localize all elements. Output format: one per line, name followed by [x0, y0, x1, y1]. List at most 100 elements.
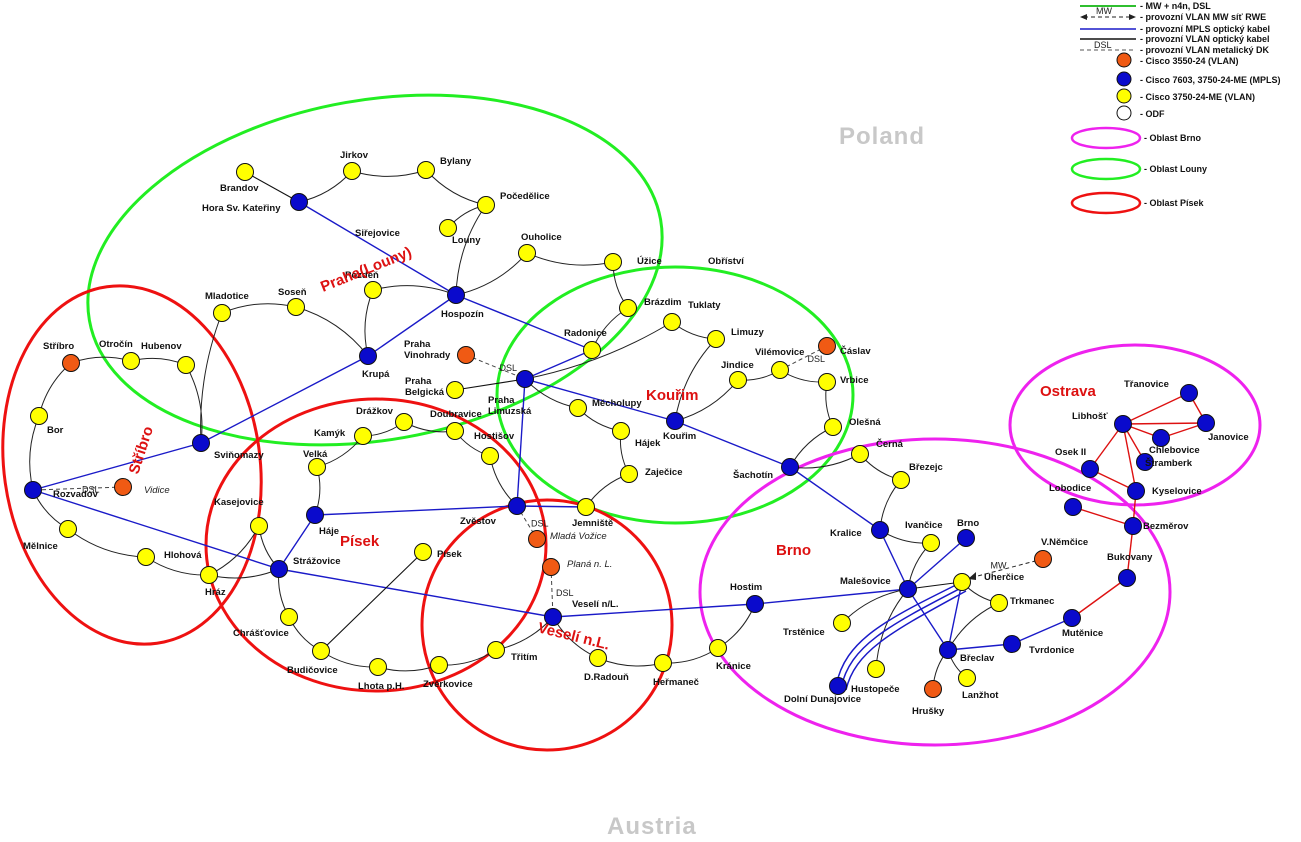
node-breclav[interactable]	[939, 641, 957, 659]
node-trkmanec[interactable]	[990, 594, 1008, 612]
node-ivancice[interactable]	[922, 534, 940, 552]
node-hostisov[interactable]	[481, 447, 499, 465]
node-veselinl[interactable]	[544, 608, 562, 626]
node-mladotice[interactable]	[213, 304, 231, 322]
node-vnemcice[interactable]	[1034, 550, 1052, 568]
node-jindice[interactable]	[729, 371, 747, 389]
node-pozden[interactable]	[364, 281, 382, 299]
node-krupa[interactable]	[359, 347, 377, 365]
node-kralice[interactable]	[871, 521, 889, 539]
node-bylany[interactable]	[417, 161, 435, 179]
node-pocedelice[interactable]	[477, 196, 495, 214]
node-tvrdonice[interactable]	[1003, 635, 1021, 653]
node-lhota[interactable]	[369, 658, 387, 676]
node-mecholupy[interactable]	[569, 399, 587, 417]
node-tranovice[interactable]	[1180, 384, 1198, 402]
node-janovice[interactable]	[1197, 414, 1215, 432]
node-sachotin[interactable]	[781, 458, 799, 476]
legend-dot-blue	[1116, 71, 1132, 87]
node-planan[interactable]	[542, 558, 560, 576]
node-brazdim[interactable]	[619, 299, 637, 317]
node-libhost[interactable]	[1114, 415, 1132, 433]
node-hospozin[interactable]	[447, 286, 465, 304]
node-stramberk[interactable]	[1136, 453, 1154, 471]
node-svinomazy[interactable]	[192, 434, 210, 452]
node-pbelgicka[interactable]	[446, 381, 464, 399]
node-jemniste[interactable]	[577, 498, 595, 516]
node-vilemovice[interactable]	[771, 361, 789, 379]
node-label-kralice: Kralice	[830, 528, 862, 539]
node-zverkovice[interactable]	[430, 656, 448, 674]
node-mladavozice[interactable]	[528, 530, 546, 548]
node-hustopece[interactable]	[867, 660, 885, 678]
legend-label: - Cisco 7603, 3750-24-ME (MPLS)	[1140, 75, 1281, 85]
node-hubenov[interactable]	[177, 356, 195, 374]
node-sosen[interactable]	[287, 298, 305, 316]
node-dolnidun[interactable]	[829, 677, 847, 695]
node-lanzhot[interactable]	[958, 669, 976, 687]
node-olesna[interactable]	[824, 418, 842, 436]
node-haje[interactable]	[306, 506, 324, 524]
node-kourim[interactable]	[666, 412, 684, 430]
node-hostim[interactable]	[746, 595, 764, 613]
node-chlebovice[interactable]	[1152, 429, 1170, 447]
node-rozvadov[interactable]	[24, 481, 42, 499]
node-dradoun[interactable]	[589, 649, 607, 667]
node-kasejovice[interactable]	[250, 517, 268, 535]
node-mutenice[interactable]	[1063, 609, 1081, 627]
node-tuklaty[interactable]	[663, 313, 681, 331]
node-jirkov[interactable]	[343, 162, 361, 180]
node-bezmerov[interactable]	[1124, 517, 1142, 535]
node-zajecice[interactable]	[620, 465, 638, 483]
node-brandov[interactable]	[236, 163, 254, 181]
node-louny[interactable]	[439, 219, 457, 237]
node-kamyk[interactable]	[354, 427, 372, 445]
node-hermanec[interactable]	[654, 654, 672, 672]
node-brno[interactable]	[957, 529, 975, 547]
node-vidice[interactable]	[114, 478, 132, 496]
node-label-ouholice: Ouholice	[521, 232, 562, 243]
node-hajek[interactable]	[612, 422, 630, 440]
link-ostrava	[1072, 506, 1134, 527]
node-kranice[interactable]	[709, 639, 727, 657]
node-label-tvrdonice: Tvrdonice	[1029, 645, 1074, 656]
double-mpls-links	[835, 582, 967, 691]
node-label-vilemovice: Vilémovice	[755, 347, 804, 358]
node-pvinohrady[interactable]	[457, 346, 475, 364]
node-pisek[interactable]	[414, 543, 432, 561]
node-ouholice[interactable]	[518, 244, 536, 262]
node-drazkov[interactable]	[395, 413, 413, 431]
node-stribro[interactable]	[62, 354, 80, 372]
node-otrocin[interactable]	[122, 352, 140, 370]
node-limuzy[interactable]	[707, 330, 725, 348]
node-cerna[interactable]	[851, 445, 869, 463]
node-horasv[interactable]	[290, 193, 308, 211]
node-caslav[interactable]	[818, 337, 836, 355]
node-budicovice[interactable]	[312, 642, 330, 660]
node-kyselovice[interactable]	[1127, 482, 1145, 500]
node-plimuzska[interactable]	[516, 370, 534, 388]
node-chrastovice[interactable]	[280, 608, 298, 626]
node-strazovice[interactable]	[270, 560, 288, 578]
node-radonice[interactable]	[583, 341, 601, 359]
node-label-bukovany: Bukovany	[1107, 552, 1153, 563]
node-brezejc[interactable]	[892, 471, 910, 489]
node-hrusky[interactable]	[924, 680, 942, 698]
node-vrbice[interactable]	[818, 373, 836, 391]
link-mpls	[789, 466, 881, 531]
node-doubravice[interactable]	[446, 422, 464, 440]
node-malesovice[interactable]	[899, 580, 917, 598]
node-hraz[interactable]	[200, 566, 218, 584]
node-tritim[interactable]	[487, 641, 505, 659]
node-bukovany[interactable]	[1118, 569, 1136, 587]
node-zvestov[interactable]	[508, 497, 526, 515]
node-melnice[interactable]	[59, 520, 77, 538]
node-bor[interactable]	[30, 407, 48, 425]
node-hlohova[interactable]	[137, 548, 155, 566]
node-velka[interactable]	[308, 458, 326, 476]
node-lobodice[interactable]	[1064, 498, 1082, 516]
node-trstenice[interactable]	[833, 614, 851, 632]
node-osek[interactable]	[1081, 460, 1099, 478]
node-uzice[interactable]	[604, 253, 622, 271]
node-uhercice[interactable]	[953, 573, 971, 591]
